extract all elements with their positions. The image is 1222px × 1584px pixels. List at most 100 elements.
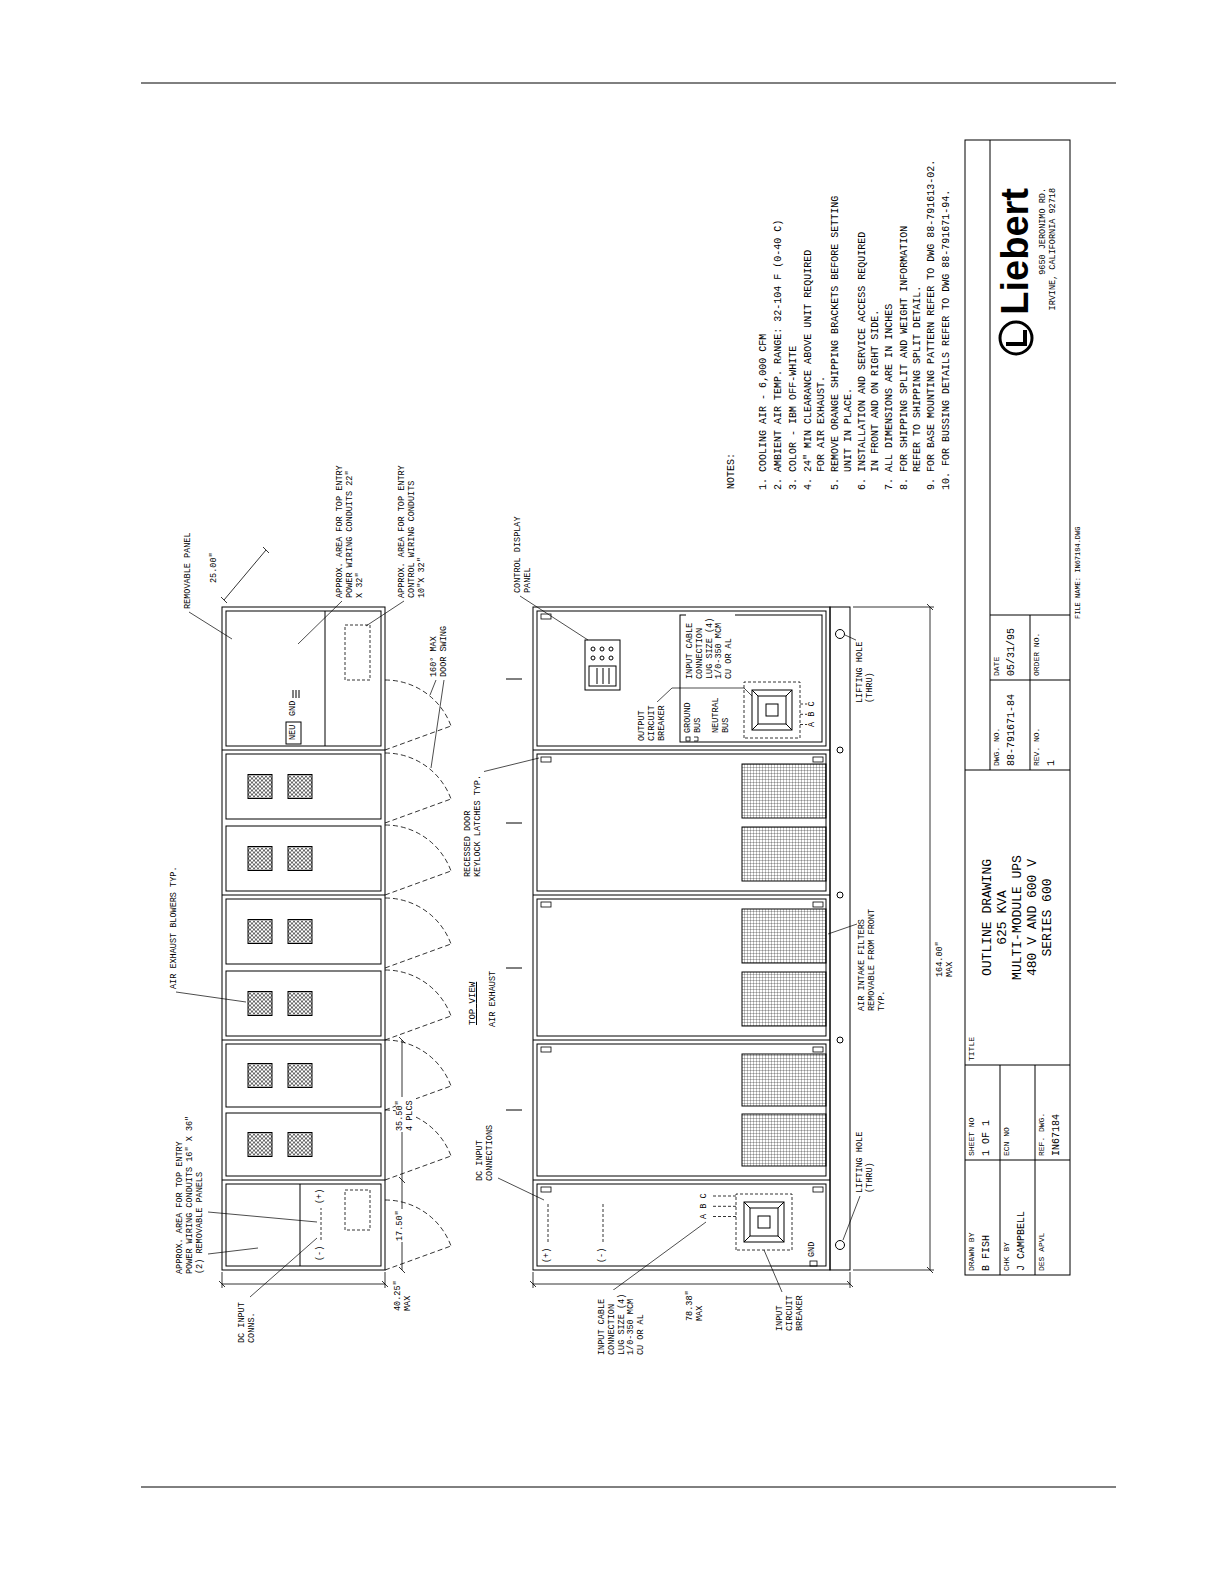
- word: NO: [1002, 1127, 1011, 1137]
- word: REF.: [1037, 1137, 1046, 1156]
- word: DETAILS: [941, 352, 952, 394]
- air-intake-filter: [742, 909, 826, 963]
- control-display-panel: [600, 656, 604, 660]
- bus-symbol: [686, 706, 817, 1266]
- top-view-cabinet: [226, 611, 381, 746]
- word: 1/0-350: [714, 643, 724, 679]
- word: FOR: [175, 1192, 185, 1207]
- top-view-cabinet: [222, 750, 385, 1180]
- cell-label: DATE: [993, 619, 1002, 676]
- word: 625: [995, 921, 1010, 944]
- cell-label: TITLE: [968, 774, 977, 1061]
- word: TOP: [468, 1009, 478, 1025]
- word: TYP.: [473, 775, 483, 795]
- word: 9.: [926, 478, 937, 490]
- word: C: [699, 1193, 709, 1198]
- word: BEFORE: [830, 244, 841, 280]
- word: 40.25": [393, 1280, 403, 1311]
- word: (0-40: [773, 238, 784, 268]
- word: IN: [843, 430, 854, 442]
- word: IN: [870, 460, 881, 472]
- dimension: 164.00" MAX: [936, 938, 956, 978]
- cell-value: J CAMPBELL: [1016, 1164, 1027, 1271]
- lifting-hole: [837, 747, 843, 753]
- word: AIR: [857, 996, 867, 1011]
- word: V: [1025, 859, 1040, 867]
- word: 32": [355, 572, 365, 587]
- word: LUG: [705, 664, 715, 679]
- word: KVA: [995, 890, 1010, 913]
- file-name: FILE NAME: IN67184.DWG: [1074, 526, 1082, 620]
- word: ENTRY: [175, 1141, 185, 1167]
- word: APPROX.: [335, 562, 345, 598]
- word: CABLE: [597, 1299, 607, 1325]
- phase-label: A B C: [700, 1192, 710, 1220]
- word: CLEARANCE: [803, 370, 814, 424]
- front-view-cabinet: [506, 679, 522, 1110]
- word: 35.50": [395, 1100, 405, 1131]
- word: EXHAUST: [488, 971, 498, 1007]
- word: PANEL: [183, 532, 193, 558]
- word: APPROX.: [397, 562, 407, 598]
- word: FROM: [867, 940, 877, 960]
- word: REFER: [926, 286, 937, 316]
- word: FILTERS: [857, 919, 867, 955]
- word: SHEET: [967, 1132, 976, 1156]
- phase-label: A B C: [808, 700, 818, 728]
- word: ABOVE: [803, 334, 814, 364]
- word: REMOVE: [830, 436, 841, 472]
- callout-label: LIFTING HOLE (THRU): [856, 638, 876, 704]
- word: (-): [315, 1246, 325, 1261]
- title-block-cell: DWG. NO.88-791671-84: [990, 680, 1030, 770]
- word: AL: [724, 638, 734, 648]
- callout-label: APPROX. AREA FOR TOP ENTRY CONTROL WIRIN…: [398, 457, 427, 599]
- word: FOR: [926, 454, 937, 472]
- conduit-area: [345, 1190, 370, 1230]
- word: 88-791671-94.: [941, 190, 952, 268]
- word: FOR: [816, 454, 827, 472]
- word: NOTES:: [726, 453, 737, 489]
- word: (2): [195, 1259, 205, 1274]
- dimension: 40.25" MAX: [394, 1277, 414, 1312]
- control-display-panel: [591, 656, 595, 660]
- word: 164.00": [935, 941, 945, 977]
- cell-label: DRAWN BY: [968, 1164, 977, 1271]
- word: TOP: [175, 1172, 185, 1187]
- conduit-area: [345, 625, 370, 680]
- word: RANGE:: [773, 328, 784, 364]
- door-latch: [813, 1187, 823, 1192]
- word: SETTING: [830, 196, 841, 238]
- word: RECESSED: [463, 836, 473, 877]
- door-latch: [541, 757, 551, 762]
- word: PLCS: [405, 1100, 415, 1120]
- word: INCHES: [884, 304, 895, 340]
- word: OR: [636, 1329, 646, 1339]
- callout-label: INPUT CIRCUIT BREAKER: [776, 1292, 805, 1332]
- door-latch: [541, 1047, 551, 1052]
- word: WIRING: [345, 537, 355, 568]
- word: SERVICE: [857, 328, 868, 370]
- door-latch: [813, 902, 823, 907]
- word: AL: [636, 1314, 646, 1324]
- word: AIR: [816, 430, 827, 448]
- title-block-cell: DRAWN BYB FISH: [965, 1160, 1000, 1275]
- word: DETAIL.: [912, 286, 923, 328]
- word: 17.50": [395, 1210, 405, 1241]
- callout-label: CONTROL DISPLAY PANEL: [514, 513, 534, 594]
- word: BUSSING: [941, 400, 952, 442]
- word: DC: [475, 1171, 485, 1181]
- word: RIGHT: [870, 346, 881, 376]
- callout-label: LIFTING HOLE (THRU): [856, 1128, 876, 1194]
- word: TO: [926, 268, 937, 280]
- callout-label: OUTPUT CIRCUIT BREAKER: [638, 702, 667, 742]
- cable-connection: [800, 704, 807, 725]
- word: PATTERN: [926, 322, 937, 364]
- word: DWG: [926, 244, 937, 262]
- word: CALIFORNIA: [1048, 219, 1058, 270]
- word: ORANGE: [830, 394, 841, 430]
- company-address: 9650 JERONIMO RD. IRVINE, CALIFORNIA 927…: [1038, 188, 1058, 313]
- word: COLOR: [788, 442, 799, 472]
- word: TOP: [397, 496, 407, 511]
- exhaust-blower: [248, 1133, 312, 1157]
- air-intake-filter: [742, 764, 826, 1166]
